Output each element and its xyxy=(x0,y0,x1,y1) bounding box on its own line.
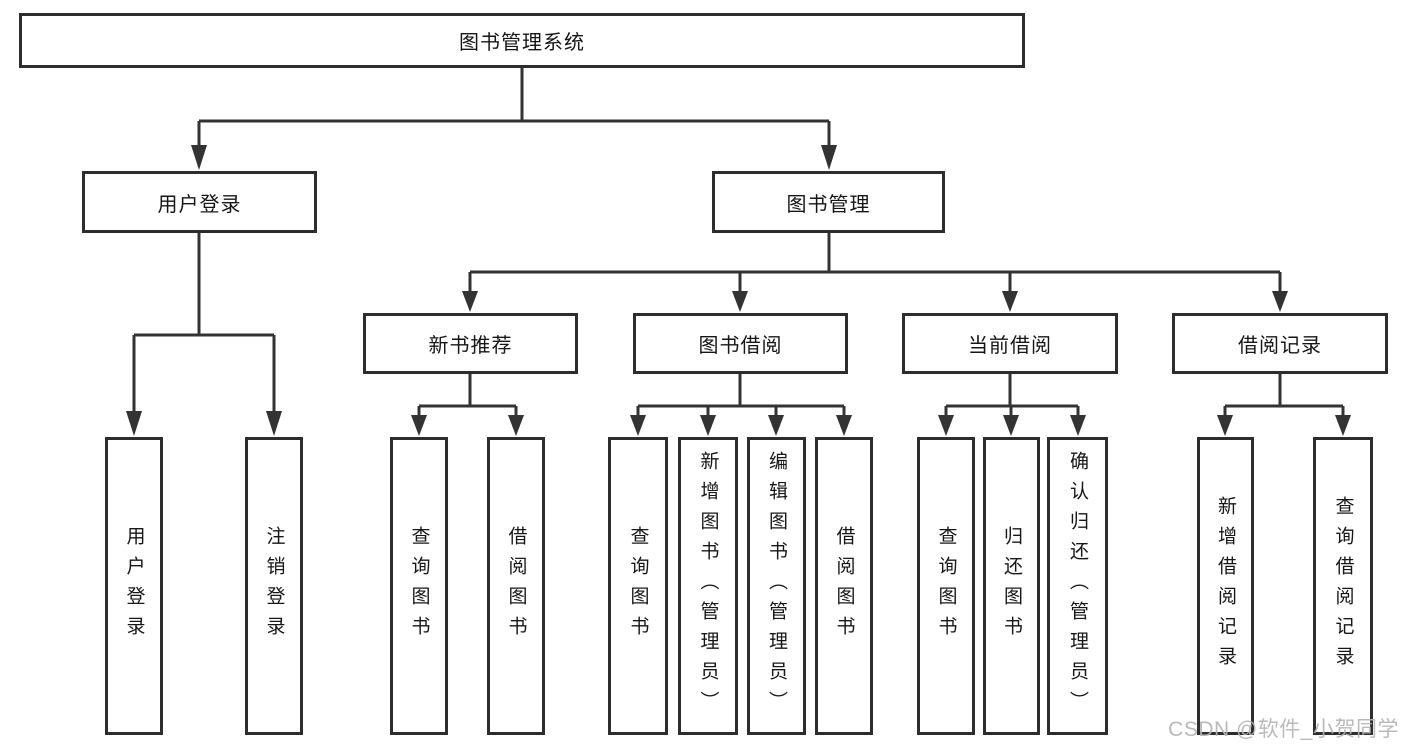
leaf-edit-books-admin: 编辑图书（管理员） xyxy=(747,437,806,735)
leaf-borrow-books-1: 借阅图书 xyxy=(487,437,545,735)
leaf-label: 借阅图书 xyxy=(833,526,855,646)
leaf-label: 查询图书 xyxy=(627,526,649,646)
leaf-label: 查询图书 xyxy=(935,526,957,646)
leaf-label: 用户登录 xyxy=(123,526,145,646)
leaf-label: 新增借阅记录 xyxy=(1215,496,1236,676)
leaf-add-borrow-record: 新增借阅记录 xyxy=(1197,437,1254,735)
leaf-query-books-1: 查询图书 xyxy=(390,437,448,735)
node-user-login: 用户登录 xyxy=(82,171,317,233)
leaf-user-login: 用户登录 xyxy=(105,437,163,735)
leaf-add-books-admin: 新增图书（管理员） xyxy=(678,437,738,735)
leaf-label: 确认归还（管理员） xyxy=(1067,451,1088,721)
leaf-label: 新增图书（管理员） xyxy=(697,451,719,721)
leaf-label: 编辑图书（管理员） xyxy=(766,451,787,721)
leaf-label: 归还图书 xyxy=(1001,526,1022,646)
node-borrow-records: 借阅记录 xyxy=(1172,313,1388,374)
leaf-label: 查询图书 xyxy=(408,526,430,646)
node-book-borrow: 图书借阅 xyxy=(633,313,848,374)
leaf-label: 查询借阅记录 xyxy=(1332,496,1354,676)
leaf-label: 借阅图书 xyxy=(505,526,527,646)
leaf-query-books-3: 查询图书 xyxy=(917,437,975,735)
csdn-watermark: CSDN @软件_小贺同学 xyxy=(1168,718,1399,741)
leaf-logout: 注销登录 xyxy=(245,437,303,735)
leaf-confirm-return-admin: 确认归还（管理员） xyxy=(1047,437,1108,735)
leaf-query-borrow-record: 查询借阅记录 xyxy=(1313,437,1373,735)
leaf-borrow-books-2: 借阅图书 xyxy=(815,437,873,735)
node-root: 图书管理系统 xyxy=(19,13,1025,68)
leaf-label: 注销登录 xyxy=(263,526,285,646)
leaf-query-books-2: 查询图书 xyxy=(608,437,668,735)
leaf-return-books: 归还图书 xyxy=(983,437,1040,735)
node-current-borrow: 当前借阅 xyxy=(902,313,1118,374)
node-book-management: 图书管理 xyxy=(712,171,945,233)
node-new-book-recommend: 新书推荐 xyxy=(363,313,578,374)
